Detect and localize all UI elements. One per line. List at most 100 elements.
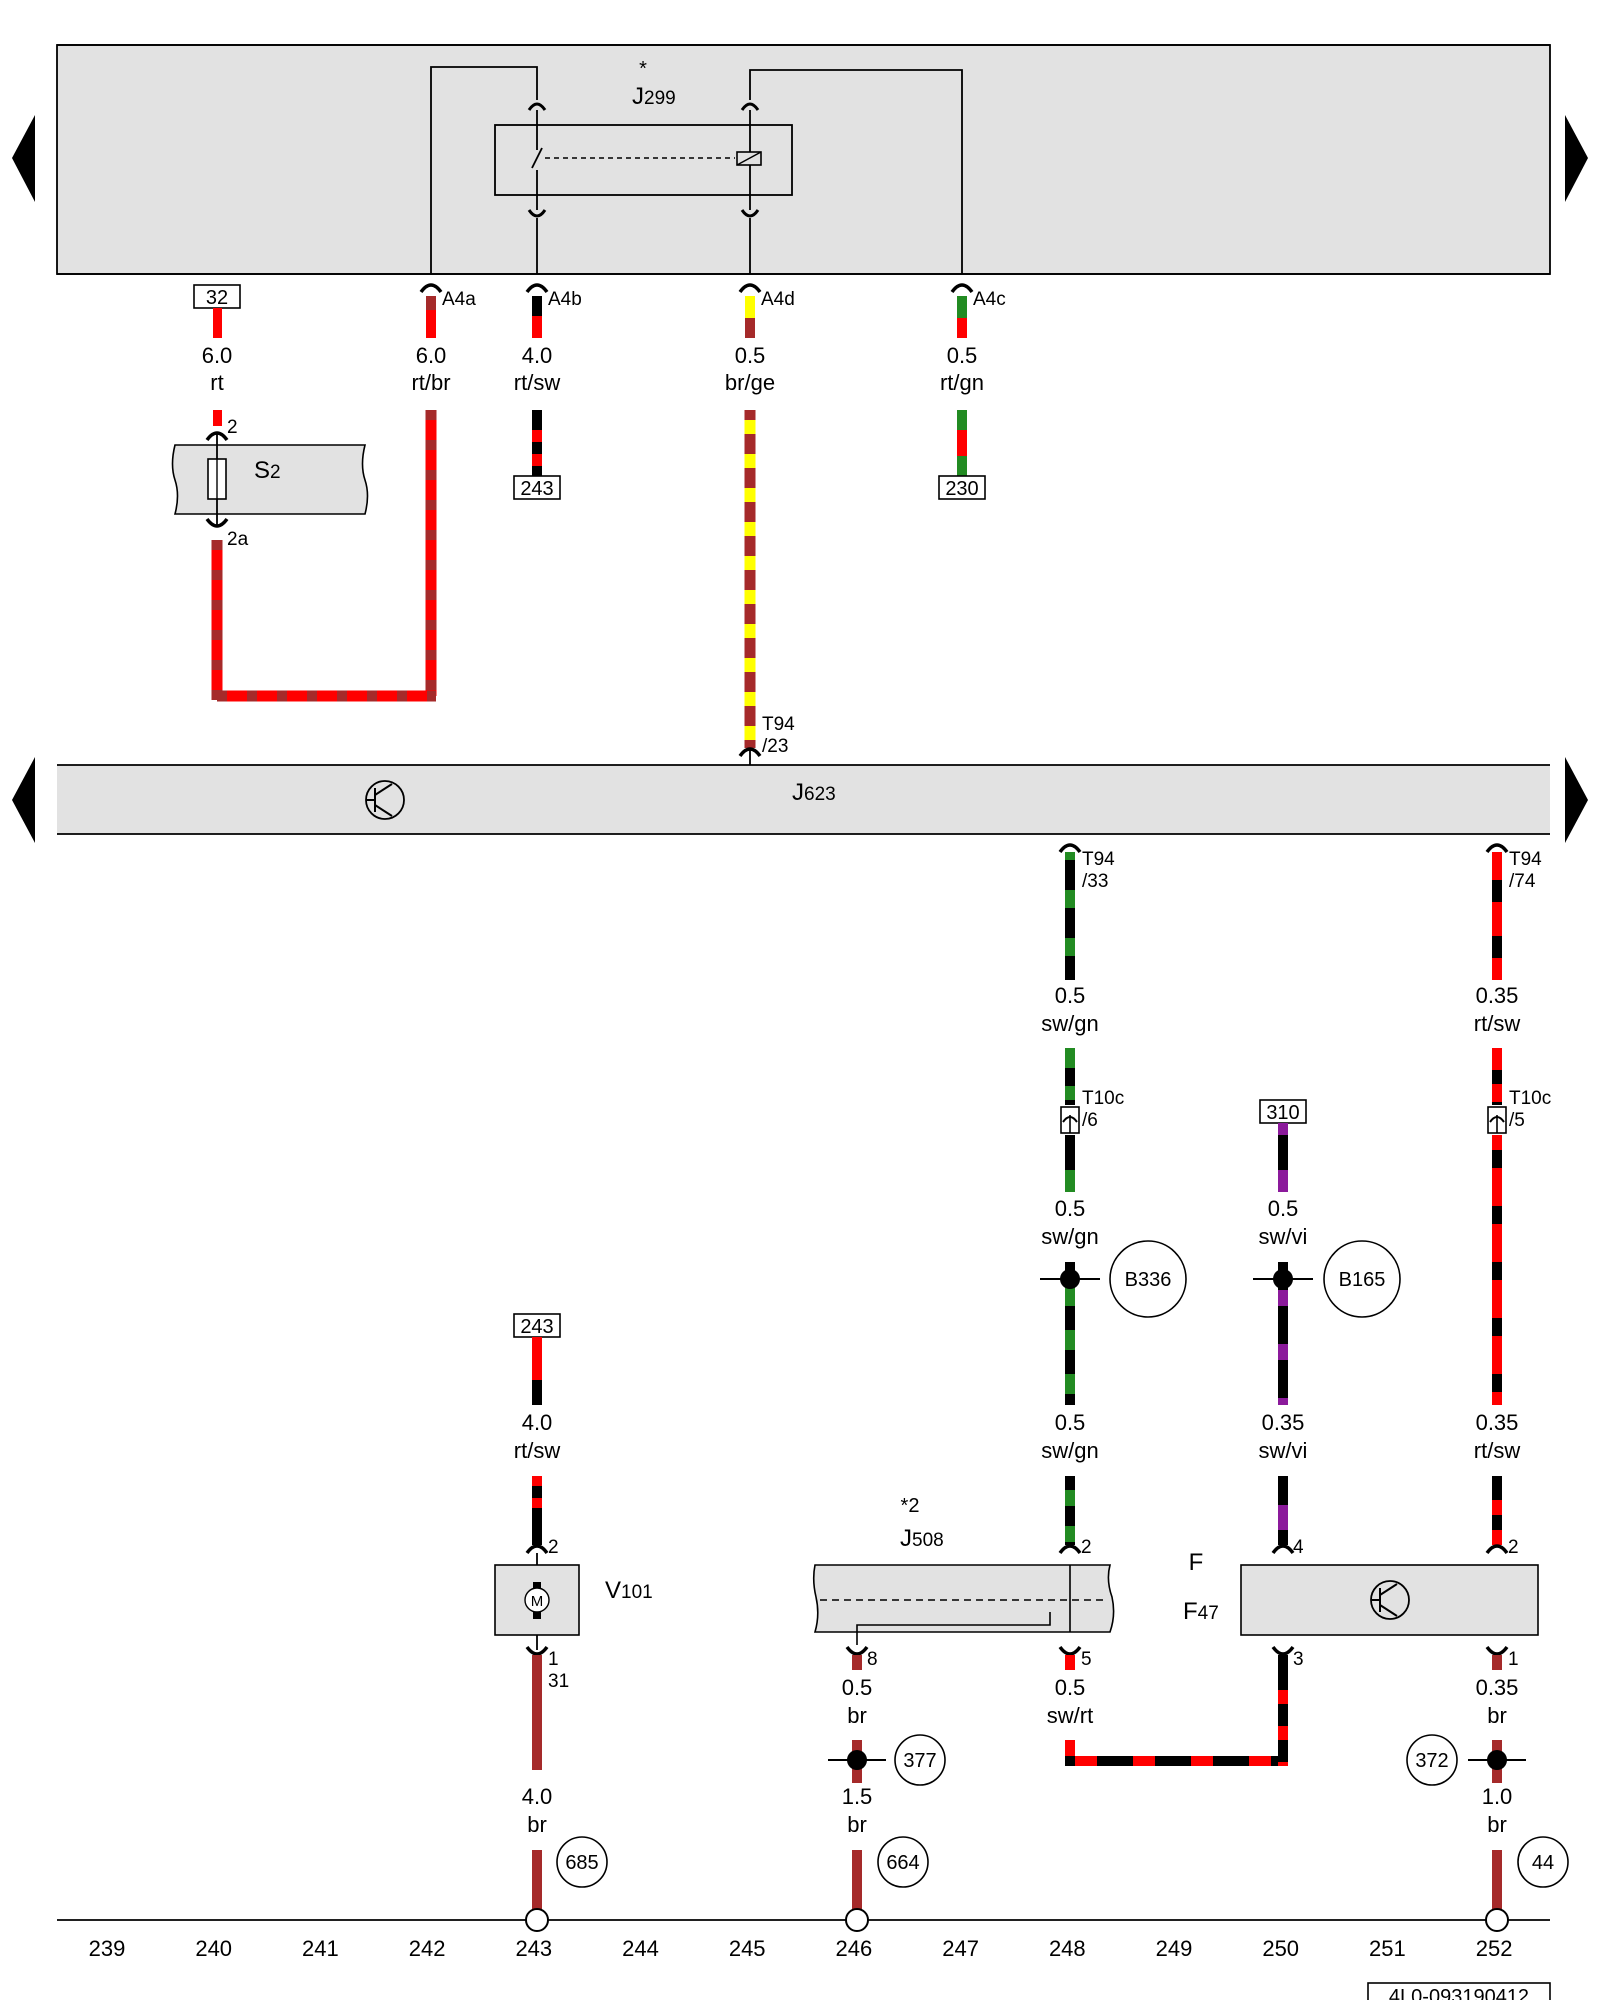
wire-r2-size: 0.35 [1476, 1410, 1519, 1435]
pin-t94-74-b: /74 [1509, 871, 1536, 892]
ref-230[interactable] [938, 475, 986, 500]
fuse-pin-bot: 2a [227, 529, 249, 550]
next-page-arrow-top[interactable] [1565, 115, 1588, 202]
bus-number: 242 [409, 1936, 446, 1961]
wire-r1-size: 0.35 [1476, 983, 1519, 1008]
f-pin-4: 4 [1293, 1537, 1304, 1558]
node-b165[interactable] [1323, 1240, 1401, 1318]
wire-a4b-color: rt/sw [514, 370, 561, 395]
pin-t10c-5-a: T10c [1509, 1088, 1551, 1109]
ground-point-246 [845, 1908, 869, 1932]
switch-f47 [1240, 1564, 1539, 1636]
bus-number: 250 [1262, 1936, 1299, 1961]
svg-text:M: M [531, 1593, 544, 1610]
wire-f1b-size: 1.0 [1482, 1784, 1513, 1809]
pin-t94-33-a: T94 [1082, 849, 1115, 870]
pin-a4d: A4d [761, 289, 795, 310]
svg-text:B336: B336 [1125, 1269, 1172, 1291]
motor-label: V101 [605, 1577, 653, 1604]
pin-t94-74-a: T94 [1509, 849, 1542, 870]
svg-text:230: 230 [945, 478, 978, 500]
fuse-label: S2 [254, 457, 281, 484]
relay-box [494, 124, 793, 196]
wire-a4d-size: 0.5 [735, 343, 766, 368]
bus-number: 246 [836, 1936, 873, 1961]
svg-text:32: 32 [206, 287, 228, 309]
v101-pin-bot2: 31 [548, 1671, 569, 1692]
prev-page-arrow-top[interactable] [12, 115, 35, 202]
doc-id-box [1367, 1982, 1551, 2000]
pin-t10c-6-a: T10c [1082, 1088, 1124, 1109]
wire-v1-size: 0.5 [1268, 1196, 1299, 1221]
svg-text:685: 685 [565, 1852, 598, 1874]
relay-panel [56, 44, 1551, 275]
bus-number: 247 [942, 1936, 979, 1961]
wire-c2-color: sw/gn [1041, 1224, 1098, 1249]
wire-j5-color: sw/rt [1047, 1703, 1093, 1728]
ref-243-top[interactable] [513, 475, 561, 500]
next-page-arrow-mid[interactable] [1565, 757, 1588, 843]
bus-number: 249 [1156, 1936, 1193, 1961]
f-pin-1: 1 [1508, 1649, 1519, 1670]
wire-a4a-size: 6.0 [416, 343, 447, 368]
fuse-pin-top: 2 [227, 417, 238, 438]
bus-number: 239 [89, 1936, 126, 1961]
ground-point-252 [1485, 1908, 1509, 1932]
ground-point-243 [525, 1908, 549, 1932]
wire-j8a-color: br [847, 1703, 867, 1728]
wire-a4c-color: rt/gn [940, 370, 984, 395]
svg-text:664: 664 [886, 1852, 919, 1874]
wire-a4d-color: br/ge [725, 370, 775, 395]
svg-text:372: 372 [1415, 1750, 1448, 1772]
bus-number: 243 [515, 1936, 552, 1961]
f-pin-3: 3 [1293, 1649, 1304, 1670]
node-685[interactable] [556, 1836, 608, 1888]
bus-number: 241 [302, 1936, 339, 1961]
wire-j8a-size: 0.5 [842, 1675, 873, 1700]
wire-c3-size: 0.5 [1055, 1410, 1086, 1435]
wire-v2-size: 0.35 [1262, 1410, 1305, 1435]
node-372[interactable] [1406, 1734, 1458, 1786]
node-44[interactable] [1517, 1836, 1569, 1888]
wire-a4b-size: 4.0 [522, 343, 553, 368]
f-pin-2: 2 [1508, 1537, 1519, 1558]
splice-372 [1487, 1750, 1507, 1770]
wire-j5-size: 0.5 [1055, 1675, 1086, 1700]
wire-32-size: 6.0 [202, 343, 233, 368]
pin-a4b: A4b [548, 289, 582, 310]
svg-text:310: 310 [1266, 1102, 1299, 1124]
wire-j8b-size: 1.5 [842, 1784, 873, 1809]
prev-page-arrow-mid[interactable] [12, 757, 35, 843]
j508-pin-8: 8 [867, 1649, 878, 1670]
bus-number: 252 [1476, 1936, 1513, 1961]
svg-text:243: 243 [520, 1316, 553, 1338]
v101-pin-top: 2 [548, 1537, 559, 1558]
pin-t94-23-b: /23 [762, 736, 788, 757]
switch-f47-label: F47 [1183, 1598, 1219, 1625]
wire-m2-size: 4.0 [522, 1784, 553, 1809]
node-377[interactable] [894, 1734, 946, 1786]
wire-r1-color: rt/sw [1474, 1011, 1521, 1036]
wire-v1-color: sw/vi [1259, 1224, 1308, 1249]
ecu-panel [57, 765, 1550, 834]
splice-b165 [1273, 1269, 1293, 1289]
pin-a4a: A4a [442, 289, 476, 310]
relay-label: J299 [632, 83, 676, 110]
relay-star: * [639, 58, 647, 80]
wire-m1-size: 4.0 [522, 1410, 553, 1435]
node-664[interactable] [877, 1836, 929, 1888]
v101-pin-bot1: 1 [548, 1649, 559, 1670]
svg-text:377: 377 [903, 1750, 936, 1772]
splice-377 [847, 1750, 867, 1770]
bus-number: 244 [622, 1936, 659, 1961]
wire-m1-color: rt/sw [514, 1438, 561, 1463]
svg-text:B165: B165 [1339, 1269, 1386, 1291]
motor-icon [524, 1587, 550, 1613]
transistor-icon [365, 780, 405, 820]
wire-m2-color: br [527, 1812, 547, 1837]
ecu-label: J623 [792, 779, 836, 806]
node-b336[interactable] [1109, 1240, 1187, 1318]
pin-t94-23-a: T94 [762, 714, 795, 735]
